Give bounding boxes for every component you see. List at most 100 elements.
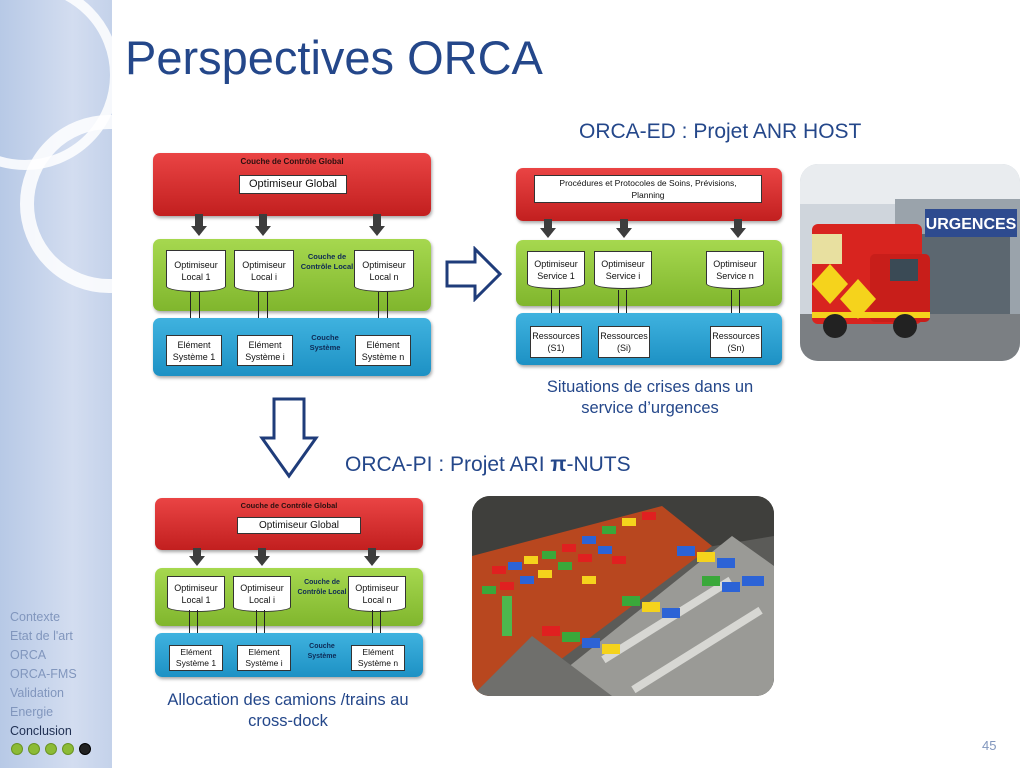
arrow-stem bbox=[373, 214, 381, 226]
progress-dots bbox=[11, 743, 91, 755]
system-element-n: Elément Système n bbox=[351, 645, 405, 671]
arrow-stem bbox=[734, 219, 742, 228]
global-control-layer: Couche de Contrôle Global Optimiseur Glo… bbox=[153, 153, 431, 216]
procedures-box: Procédures et Protocoles de Soins, Prévi… bbox=[534, 175, 762, 203]
connector-line bbox=[618, 290, 619, 330]
orca-pi-heading-suffix: -NUTS bbox=[566, 453, 631, 476]
global-layer-title: Couche de Contrôle Global bbox=[240, 501, 338, 510]
nav-item-contexte[interactable]: Contexte bbox=[10, 610, 61, 624]
down-arrow-icon bbox=[730, 228, 746, 238]
procedures-layer: Procédures et Protocoles de Soins, Prévi… bbox=[516, 168, 782, 221]
progress-dot bbox=[45, 743, 57, 755]
connector-line bbox=[387, 292, 388, 336]
resources-layer: Ressources (S1) Ressources (Si) Ressourc… bbox=[516, 313, 782, 365]
down-arrow-icon bbox=[254, 556, 270, 566]
section-nav: Contexte Etat de l'art ORCA ORCA-FMS Val… bbox=[10, 608, 77, 741]
down-arrow-icon bbox=[364, 556, 380, 566]
arrow-stem bbox=[195, 214, 203, 226]
global-layer-title: Couche de Contrôle Global bbox=[240, 157, 344, 166]
connector-line bbox=[197, 610, 198, 648]
local-optimizer-1: Optimiseur Local 1 bbox=[166, 250, 226, 292]
connector-line bbox=[267, 292, 268, 336]
connector-line bbox=[199, 292, 200, 336]
system-element-1: Elément Système 1 bbox=[169, 645, 223, 671]
system-layer-label: Couche Système bbox=[307, 643, 337, 660]
system-layer-label: Couche Système bbox=[309, 333, 341, 352]
nav-item-conclusion[interactable]: Conclusion bbox=[10, 724, 72, 738]
cross-dock-image bbox=[472, 496, 774, 696]
local-layer-label: Couche de Contrôle Local bbox=[297, 579, 347, 596]
system-layer: Elément Système 1 Elément Système i Couc… bbox=[153, 318, 431, 376]
arrow-stem bbox=[258, 548, 266, 556]
right-arrow-icon bbox=[445, 246, 503, 302]
resource-box-1: Ressources (S1) bbox=[530, 326, 582, 358]
pi-symbol: π bbox=[550, 453, 567, 476]
orca-ed-caption: Situations de crises dans un service d’u… bbox=[546, 378, 754, 417]
orca-ed-heading: ORCA-ED : Projet ANR HOST bbox=[579, 120, 862, 143]
urgences-sign: URGENCES bbox=[926, 216, 1017, 233]
service-layer: Optimiseur Service 1 Optimiseur Service … bbox=[516, 240, 782, 306]
down-arrow-icon bbox=[369, 226, 385, 236]
connector-line bbox=[264, 610, 265, 648]
local-optimizer-n: Optimiseur Local n bbox=[348, 576, 406, 612]
nav-item-etat-de-l-art[interactable]: Etat de l'art bbox=[10, 629, 73, 643]
system-element-n: Elément Système n bbox=[355, 335, 411, 366]
system-element-i: Elément Système i bbox=[237, 335, 293, 366]
connector-line bbox=[559, 290, 560, 330]
down-arrow-icon bbox=[540, 228, 556, 238]
connector-line bbox=[739, 290, 740, 330]
arrow-stem bbox=[259, 214, 267, 226]
nav-item-orca[interactable]: ORCA bbox=[10, 648, 47, 662]
global-control-layer: Couche de Contrôle Global Optimiseur Glo… bbox=[155, 498, 423, 550]
connector-line bbox=[731, 290, 732, 330]
connector-line bbox=[258, 292, 259, 336]
arrow-stem bbox=[620, 219, 628, 228]
system-element-1: Elément Système 1 bbox=[166, 335, 222, 366]
local-optimizer-i: Optimiseur Local i bbox=[233, 576, 291, 612]
orca-pi-heading: ORCA-PI : Projet ARI π-NUTS bbox=[345, 453, 631, 477]
global-optimizer-box: Optimiseur Global bbox=[239, 175, 347, 194]
service-optimizer-i: Optimiseur Service i bbox=[594, 251, 652, 289]
connector-line bbox=[626, 290, 627, 330]
down-arrow-icon bbox=[616, 228, 632, 238]
down-arrow-outline-icon bbox=[259, 397, 319, 479]
service-optimizer-n: Optimiseur Service n bbox=[706, 251, 764, 289]
down-arrow-icon bbox=[189, 556, 205, 566]
local-optimizer-n: Optimiseur Local n bbox=[354, 250, 414, 292]
down-arrow-icon bbox=[255, 226, 271, 236]
nav-item-energie[interactable]: Energie bbox=[10, 705, 54, 719]
connector-line bbox=[372, 610, 373, 648]
progress-dot bbox=[28, 743, 40, 755]
progress-dot bbox=[62, 743, 74, 755]
local-optimizer-i: Optimiseur Local i bbox=[234, 250, 294, 292]
arrow-stem bbox=[193, 548, 201, 556]
nav-item-validation[interactable]: Validation bbox=[10, 686, 64, 700]
global-optimizer-box: Optimiseur Global bbox=[237, 517, 361, 534]
orca-pi-heading-text: ORCA-PI : Projet ARI bbox=[345, 453, 551, 476]
arrow-stem bbox=[544, 219, 552, 228]
system-element-i: Elément Système i bbox=[237, 645, 291, 671]
local-layer-label: Couche de Contrôle Local bbox=[300, 252, 354, 271]
connector-line bbox=[378, 292, 379, 336]
local-optimizer-1: Optimiseur Local 1 bbox=[167, 576, 225, 612]
page-number: 45 bbox=[982, 738, 997, 753]
progress-dot-current bbox=[79, 743, 91, 755]
connector-line bbox=[189, 610, 190, 648]
down-arrow-icon bbox=[191, 226, 207, 236]
resource-box-n: Ressources (Sn) bbox=[710, 326, 762, 358]
connector-line bbox=[190, 292, 191, 336]
orca-pi-caption: Allocation des camions /trains au cross-… bbox=[167, 691, 409, 730]
local-control-layer: Optimiseur Local 1 Optimiseur Local i Co… bbox=[153, 239, 431, 311]
resource-box-i: Ressources (Si) bbox=[598, 326, 650, 358]
progress-dot bbox=[11, 743, 23, 755]
service-optimizer-1: Optimiseur Service 1 bbox=[527, 251, 585, 289]
arrow-stem bbox=[368, 548, 376, 556]
sidebar: Contexte Etat de l'art ORCA ORCA-FMS Val… bbox=[0, 0, 112, 768]
connector-line bbox=[256, 610, 257, 648]
page-title: Perspectives ORCA bbox=[125, 31, 543, 84]
nav-item-orca-fms[interactable]: ORCA-FMS bbox=[10, 667, 77, 681]
connector-line bbox=[380, 610, 381, 648]
connector-line bbox=[551, 290, 552, 330]
ambulance-photo: URGENCES bbox=[800, 164, 1020, 361]
system-layer: Elément Système 1 Elément Système i Couc… bbox=[155, 633, 423, 677]
